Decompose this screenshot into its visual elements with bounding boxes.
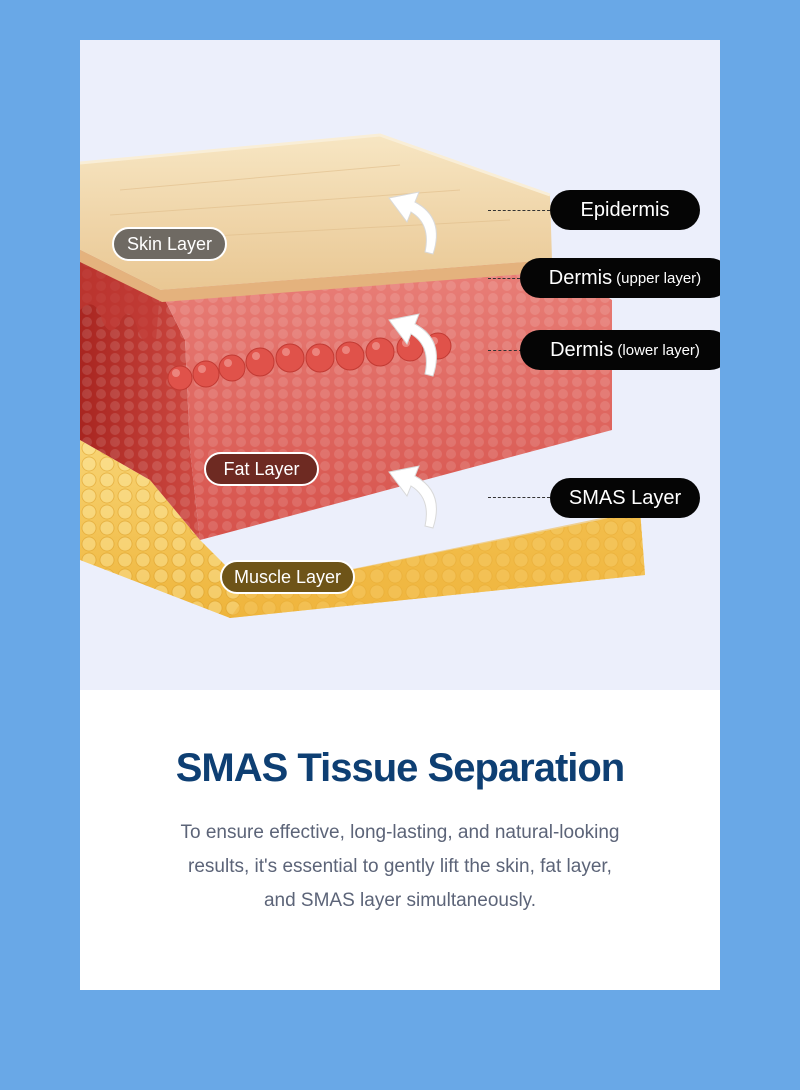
smas-callout: SMAS Layer [550, 478, 700, 518]
dermis-upper-leader-line [488, 278, 520, 279]
section-title: SMAS Tissue Separation [80, 746, 720, 791]
section-description: To ensure effective, long-lasting, and n… [120, 816, 680, 918]
dermis-lower-leader-line [488, 350, 522, 351]
skin-layers-illustration: Epidermis Dermis (upper layer) Dermis (l… [80, 40, 720, 690]
dermis-upper-callout: Dermis (upper layer) [520, 258, 720, 298]
callout-label: Dermis [549, 267, 612, 290]
lift-arrow-icon [385, 450, 455, 532]
content-card: Epidermis Dermis (upper layer) Dermis (l… [80, 40, 720, 990]
dermis-lower-callout: Dermis (lower layer) [520, 330, 720, 370]
callout-sublabel: (lower layer) [617, 342, 700, 359]
callout-sublabel: (upper layer) [616, 270, 701, 287]
epidermis-callout: Epidermis [550, 190, 700, 230]
lift-arrow-icon [385, 178, 455, 258]
description-line: results, it's essential to gently lift t… [120, 850, 680, 884]
callout-label: Epidermis [581, 199, 670, 222]
smas-leader-line [488, 497, 550, 498]
muscle-layer-tag: Muscle Layer [220, 560, 355, 594]
description-line: To ensure effective, long-lasting, and n… [120, 816, 680, 850]
callout-label: SMAS Layer [569, 487, 681, 510]
lift-arrow-icon [385, 298, 455, 380]
epidermis-leader-line [488, 210, 550, 211]
callout-label: Dermis [550, 339, 613, 362]
skin-layer-tag: Skin Layer [112, 227, 227, 261]
description-line: and SMAS layer simultaneously. [120, 884, 680, 918]
fat-layer-tag: Fat Layer [204, 452, 319, 486]
